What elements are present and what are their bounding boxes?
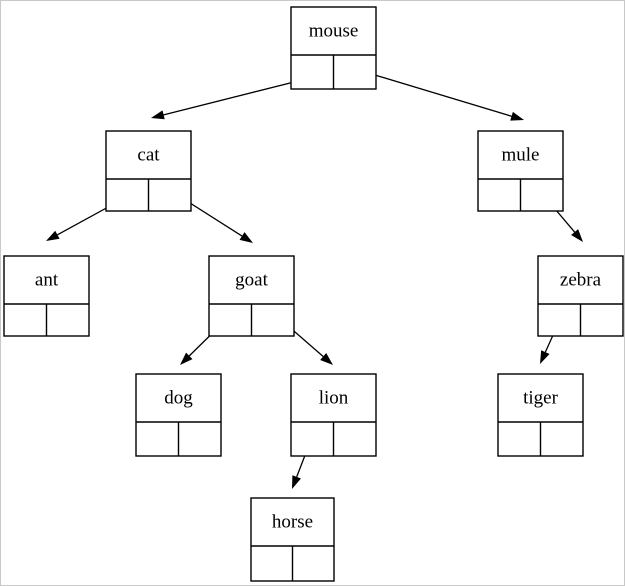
tree-node-tiger[interactable]: tiger — [497, 373, 584, 457]
tree-node-cat[interactable]: cat — [105, 130, 192, 212]
node-label: tiger — [523, 387, 558, 408]
tree-node-mule[interactable]: mule — [477, 130, 564, 212]
arrow-head-icon — [180, 352, 193, 365]
node-label: horse — [272, 511, 313, 532]
node-right-pointer-cell[interactable] — [541, 422, 584, 456]
node-label: ant — [35, 269, 59, 290]
nodes-layer: mouse cat mule ant goat zebra dog lion tiger hors… — [3, 6, 624, 582]
edge-line — [354, 68, 512, 117]
node-right-pointer-cell[interactable] — [149, 179, 192, 211]
node-left-pointer-cell[interactable] — [478, 179, 521, 211]
tree-node-goat[interactable]: goat — [208, 255, 295, 337]
node-label: dog — [164, 387, 193, 408]
arrow-head-icon — [510, 111, 524, 121]
node-left-pointer-cell[interactable] — [498, 422, 541, 456]
node-left-pointer-cell[interactable] — [136, 422, 179, 456]
node-right-pointer-cell[interactable] — [47, 304, 90, 336]
arrow-head-icon — [46, 230, 60, 241]
tree-node-lion[interactable]: lion — [290, 373, 377, 457]
node-label: goat — [235, 269, 268, 290]
arrow-head-icon — [540, 350, 550, 364]
node-right-pointer-cell[interactable] — [334, 422, 377, 456]
node-label: cat — [137, 144, 160, 165]
node-label: lion — [319, 387, 349, 408]
node-left-pointer-cell[interactable] — [291, 55, 334, 89]
node-label: mule — [502, 144, 540, 165]
arrow-head-icon — [571, 229, 583, 242]
node-right-pointer-cell[interactable] — [521, 179, 564, 211]
node-right-pointer-cell[interactable] — [293, 546, 335, 581]
tree-edge-mouse-right-mule — [354, 68, 524, 121]
tree-node-zebra[interactable]: zebra — [537, 255, 624, 337]
arrow-head-icon — [151, 110, 165, 120]
tree-edge-mouse-left-cat — [151, 76, 315, 120]
tree-node-ant[interactable]: ant — [3, 255, 90, 337]
node-label: zebra — [560, 269, 602, 290]
tree-node-dog[interactable]: dog — [135, 373, 222, 457]
node-label: mouse — [309, 20, 359, 41]
node-left-pointer-cell[interactable] — [4, 304, 47, 336]
node-left-pointer-cell[interactable] — [106, 179, 149, 211]
node-left-pointer-cell[interactable] — [209, 304, 252, 336]
tree-node-mouse[interactable]: mouse — [290, 6, 377, 90]
node-right-pointer-cell[interactable] — [252, 304, 295, 336]
node-right-pointer-cell[interactable] — [179, 422, 222, 456]
node-left-pointer-cell[interactable] — [538, 304, 581, 336]
tree-node-horse[interactable]: horse — [250, 497, 335, 582]
edge-line — [163, 76, 315, 116]
arrow-head-icon — [320, 353, 333, 365]
node-right-pointer-cell[interactable] — [334, 55, 377, 89]
arrow-head-icon — [239, 232, 253, 243]
node-left-pointer-cell[interactable] — [291, 422, 334, 456]
arrow-head-icon — [292, 475, 301, 489]
node-left-pointer-cell[interactable] — [251, 546, 293, 581]
node-right-pointer-cell[interactable] — [581, 304, 624, 336]
